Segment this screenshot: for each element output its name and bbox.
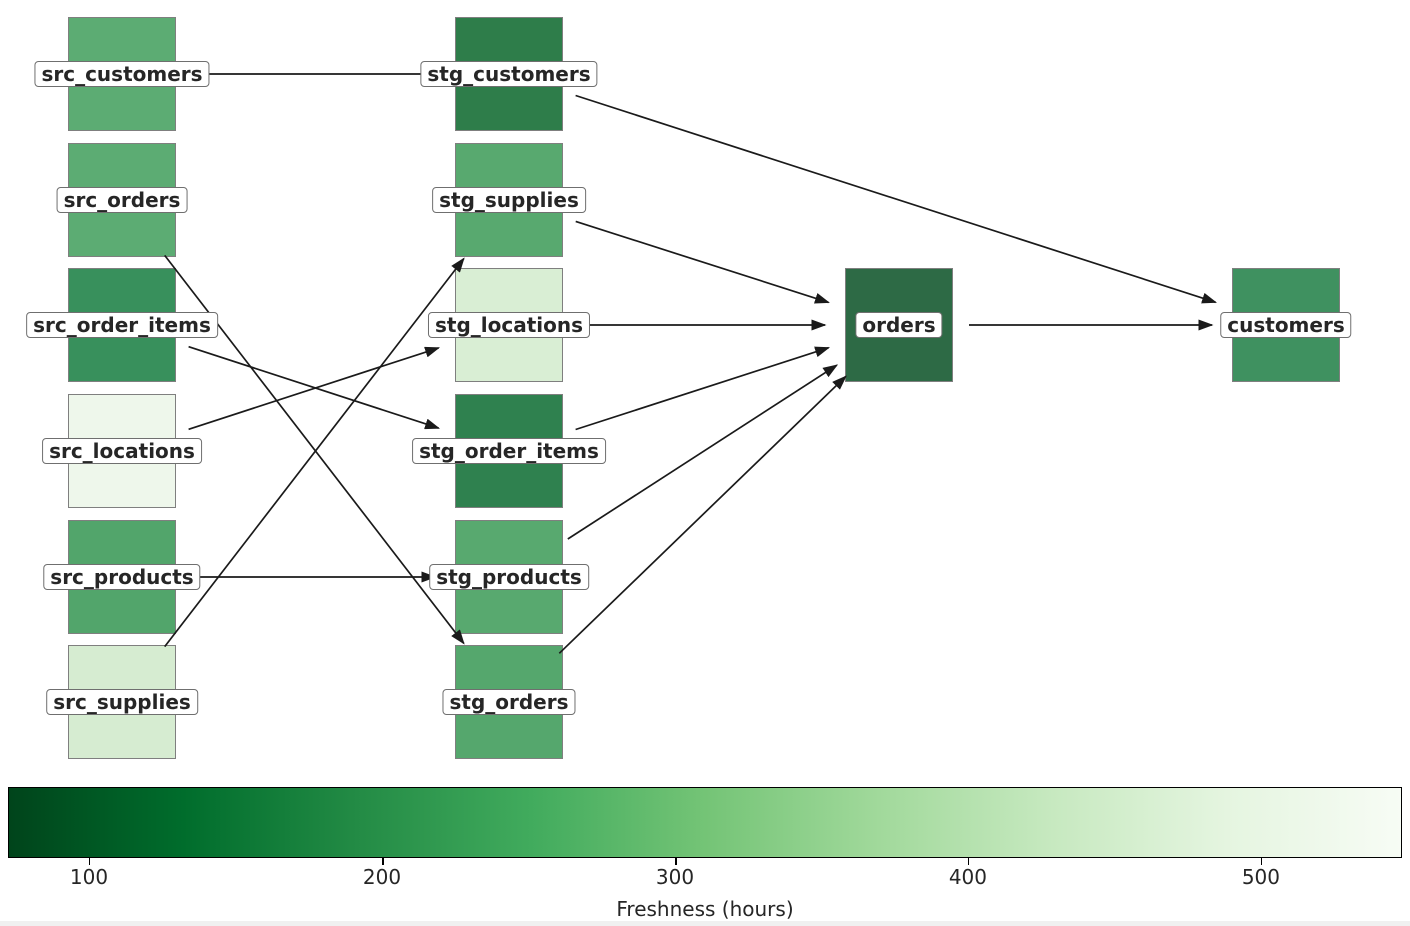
node-label-stg_supplies: stg_supplies [432,187,586,213]
colorbar-tick-label: 100 [69,865,109,889]
node-label-stg_order_items: stg_order_items [412,438,606,464]
edge-stg_customers-to-customers [575,94,1218,304]
colorbar-tick [88,858,91,865]
node-label-src_locations: src_locations [42,438,202,464]
edge-stg_order_items-to-orders [575,346,831,431]
edge-src_locations-to-stg_locations [188,346,441,431]
colorbar-tick-label: 400 [948,865,987,889]
edge-src_supplies-to-stg_supplies [164,257,465,648]
colorbar-tick [675,858,677,865]
node-label-stg_products: stg_products [429,564,589,590]
edge-stg_orders-to-orders [558,375,847,654]
colorbar-gradient [8,787,1402,858]
colorbar-tick [1260,858,1263,865]
node-label-stg_locations: stg_locations [427,312,591,338]
edge-stg_products-to-orders [567,364,839,540]
node-label-src_customers: src_customers [34,61,210,87]
node-label-src_orders: src_orders [56,187,188,213]
node-label-src_order_items: src_order_items [26,312,218,338]
node-label-stg_orders: stg_orders [442,689,576,715]
colorbar-tick [967,858,970,865]
node-label-customers: customers [1220,312,1352,338]
node-label-stg_customers: stg_customers [420,61,598,87]
colorbar-tick-label: 500 [1241,865,1281,889]
edge-src_order_items-to-stg_order_items [188,345,441,430]
node-label-src_products: src_products [43,564,201,590]
colorbar-tick-label: 200 [362,865,402,889]
colorbar-tick-label: 300 [655,865,695,889]
colorbar-tick [382,858,384,865]
node-label-src_supplies: src_supplies [46,689,198,715]
colorbar-axis-label: Freshness (hours) [616,897,794,921]
bottom-divider [0,921,1410,926]
edge-stg_supplies-to-orders [575,220,830,304]
node-label-orders: orders [855,312,943,338]
